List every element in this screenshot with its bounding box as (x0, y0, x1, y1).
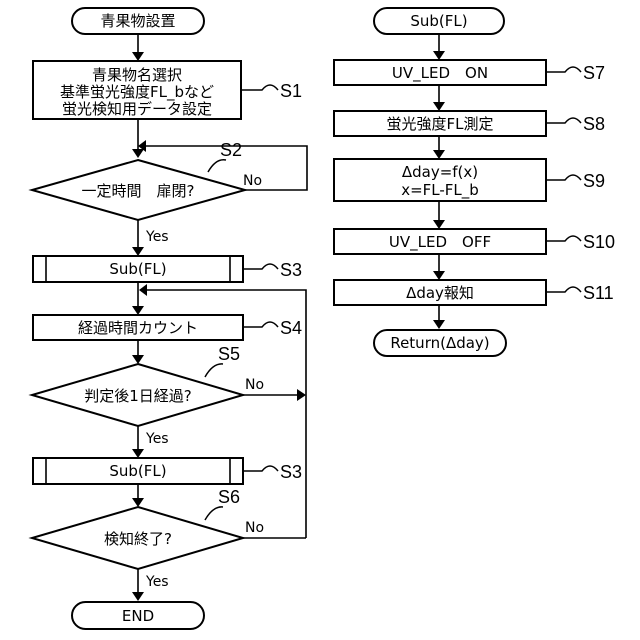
step-s3-subroutine-1: Sub(FL) (33, 256, 243, 282)
s10-leader (546, 236, 581, 241)
s3a-step-label: S3 (280, 260, 302, 280)
s2-step-label: S2 (220, 140, 242, 160)
s1-line-1: 青果物名選択 (92, 66, 182, 84)
step-s9-process: Δday=f(x) x=FL-FL_b (334, 159, 546, 201)
s1-line-3: 蛍光検知用データ設定 (62, 100, 212, 118)
s10-step-label: S10 (583, 232, 615, 252)
s6-text: 検知終了? (104, 530, 172, 548)
s8-leader (546, 118, 581, 123)
s5-leader (205, 364, 223, 377)
s5-step-label: S5 (218, 344, 240, 364)
s11-leader (546, 287, 581, 292)
step-s1-process: 青果物名選択 基準蛍光強度FL_bなど 蛍光検知用データ設定 (33, 61, 241, 119)
s9-line-2: x=FL-FL_b (401, 181, 479, 200)
step-s4-process: 経過時間カウント (33, 315, 243, 340)
s1-leader (241, 85, 278, 90)
s4-step-label: S4 (280, 318, 302, 338)
s2-yes-label: Yes (145, 229, 169, 245)
s6-leader (205, 507, 223, 520)
s7-leader (546, 67, 581, 72)
step-s10-process: UV_LED OFF (334, 229, 546, 254)
s3b-leader (243, 466, 278, 471)
s3a-leader (243, 264, 278, 269)
s11-text: Δday報知 (406, 284, 474, 302)
step-s7-process: UV_LED ON (334, 60, 546, 85)
s4-leader (243, 322, 278, 327)
return-terminator: Return(Δday) (374, 330, 506, 356)
s10-text: UV_LED OFF (389, 233, 491, 252)
s6-no-label: No (245, 520, 264, 536)
s1-step-label: S1 (280, 81, 302, 101)
s3a-text: Sub(FL) (109, 260, 166, 278)
s7-step-label: S7 (583, 63, 605, 83)
step-s6-decision: 検知終了? (32, 507, 243, 569)
end-label: END (122, 607, 154, 625)
start-terminator: 青果物設置 (72, 8, 204, 34)
s8-step-label: S8 (583, 114, 605, 134)
s7-text: UV_LED ON (392, 64, 488, 83)
step-s8-process: 蛍光強度FL測定 (334, 111, 546, 136)
s11-step-label: S11 (583, 283, 614, 303)
step-s2-decision: 一定時間 扉閉? (32, 160, 245, 220)
s6-step-label: S6 (218, 487, 240, 507)
sub-start-terminator: Sub(FL) (374, 8, 504, 34)
s5-no-label: No (245, 377, 264, 393)
step-s5-decision: 判定後1日経過? (32, 364, 243, 426)
s2-no-label: No (243, 173, 262, 189)
s2-text: 一定時間 扉閉? (82, 182, 195, 200)
step-s3-subroutine-2: Sub(FL) (33, 458, 243, 484)
s5-text: 判定後1日経過? (84, 387, 192, 405)
step-s11-process: Δday報知 (334, 280, 546, 305)
s5-yes-label: Yes (145, 431, 169, 447)
s3b-text: Sub(FL) (109, 462, 166, 480)
start-label: 青果物設置 (100, 12, 175, 30)
s9-leader (546, 175, 581, 180)
s6-yes-label: Yes (145, 574, 169, 590)
s9-step-label: S9 (583, 171, 605, 191)
s2-leader (208, 160, 226, 172)
end-terminator: END (72, 602, 204, 629)
return-label: Return(Δday) (390, 334, 489, 352)
s8-text: 蛍光強度FL測定 (387, 115, 494, 133)
s9-line-1: Δday=f(x) (402, 163, 478, 181)
sub-start-label: Sub(FL) (410, 12, 467, 30)
s3b-step-label: S3 (280, 462, 302, 482)
s4-text: 経過時間カウント (78, 319, 198, 337)
